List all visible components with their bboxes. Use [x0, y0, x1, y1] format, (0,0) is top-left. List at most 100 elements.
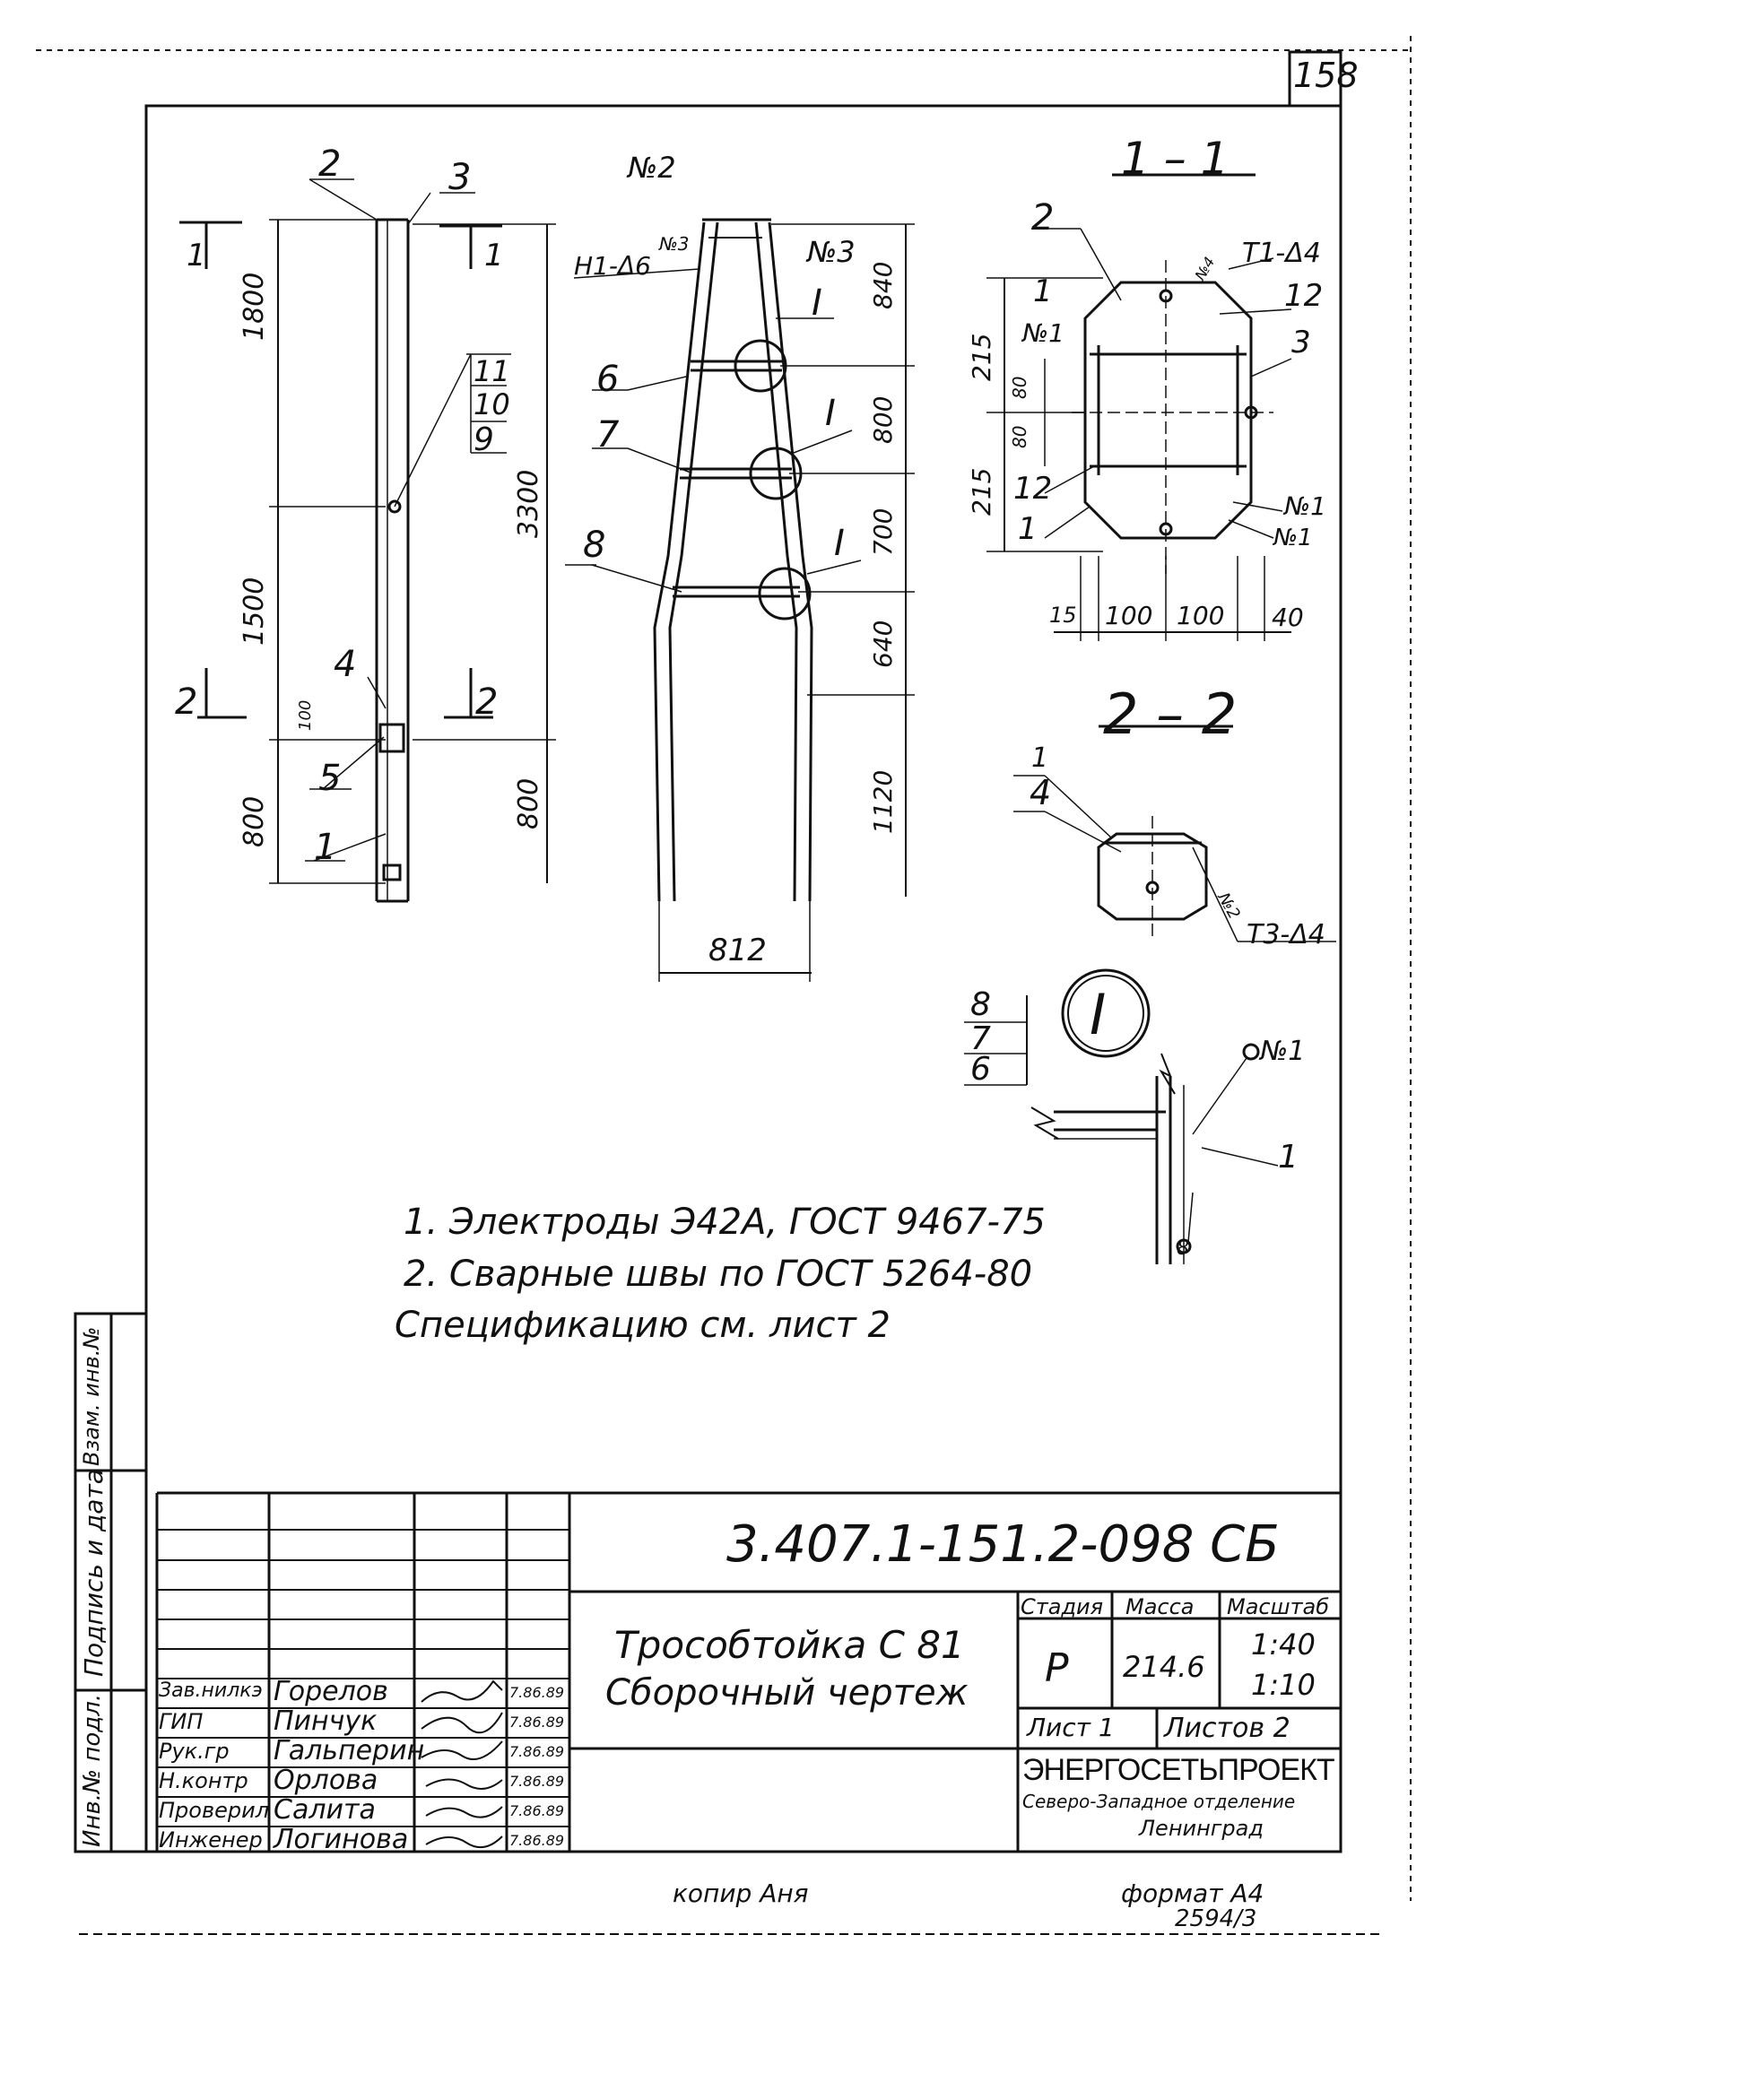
footer-copied: копир Аня: [673, 1879, 809, 1908]
left-label-1: 1: [314, 827, 337, 868]
person-date: 7.86.89: [509, 1743, 565, 1760]
dim-800-right: 800: [513, 777, 544, 829]
person-name: Орлова: [274, 1765, 378, 1796]
person-name: Логинова: [274, 1824, 409, 1855]
mid-label-8: 8: [583, 525, 606, 566]
dim-1120: 1120: [868, 769, 898, 834]
detail-label-8b: 8: [1177, 1237, 1189, 1260]
sheet-number: Лист 1: [1027, 1713, 1115, 1742]
person-date: 7.86.89: [509, 1802, 565, 1819]
section-1-1-title: 1 – 1: [1121, 133, 1230, 185]
section-mark-2a: 2: [175, 681, 198, 723]
s11-dim-100a: 100: [1105, 601, 1153, 630]
detail-i-view: [964, 968, 1279, 1264]
note-2: 2. Сварные швы по ГОСТ 5264-80: [404, 1254, 1033, 1295]
dim-1500: 1500: [239, 577, 270, 646]
mid-label-6: 6: [596, 359, 620, 400]
page-number-box: [1288, 50, 1343, 108]
sheets-total: Листов 2: [1164, 1713, 1290, 1744]
s11-label-no1b: №1: [1284, 491, 1326, 521]
s11-label-3: 3: [1291, 325, 1311, 360]
scale-value-2: 1:10: [1251, 1668, 1316, 1702]
person-date: 7.86.89: [509, 1684, 565, 1701]
dim-840: 840: [868, 261, 898, 309]
mid-label-no3a: №3: [659, 233, 690, 255]
s11-dim-100b: 100: [1177, 601, 1225, 630]
person-date: 7.86.89: [509, 1832, 565, 1849]
doc-code: 3.407.1-151.2-098 СБ: [726, 1515, 1280, 1574]
s11-label-no1a: №1: [1022, 318, 1064, 348]
mid-label-I1: I: [812, 282, 822, 324]
dim-100: 100: [296, 699, 315, 731]
a-frame-view: [565, 218, 915, 982]
left-label-9: 9: [474, 421, 494, 458]
left-label-10: 10: [474, 387, 510, 421]
person-name: Горелов: [274, 1676, 388, 1707]
person-role: ГИП: [159, 1709, 204, 1734]
person-name: Гальперин: [274, 1735, 425, 1766]
mass-value: 214.6: [1123, 1650, 1205, 1684]
mid-label-weld: Н1-Δ6: [574, 251, 651, 281]
s11-label-no1c: №1: [1273, 525, 1313, 551]
person-name: Пинчук: [274, 1705, 378, 1737]
s22-label-weld: Т3-Δ4: [1247, 919, 1325, 950]
section-2-2-title: 2 – 2: [1103, 681, 1238, 747]
s22-label-1: 1: [1031, 742, 1049, 774]
section-mark-1b: 1: [484, 238, 504, 273]
left-label-3: 3: [448, 157, 472, 198]
detail-label-7: 7: [970, 1020, 991, 1057]
left-column-view: [179, 178, 556, 903]
mid-label-I2: I: [825, 393, 836, 434]
title-line-2: Сборочный чертеж: [605, 1672, 969, 1714]
scale-value-1: 1:40: [1251, 1627, 1316, 1662]
s11-dim-80a: 80: [1009, 376, 1030, 399]
left-label-5: 5: [318, 758, 342, 799]
org-subdivision: Северо-Западное отделение: [1022, 1791, 1296, 1812]
detail-i-title: I: [1090, 982, 1107, 1047]
person-date: 7.86.89: [509, 1714, 565, 1731]
left-label-11: 11: [474, 354, 510, 388]
person-name: Салита: [274, 1794, 376, 1826]
mid-label-no2: №2: [628, 151, 676, 185]
side-stamp-replace: Взам. инв.№: [79, 1326, 104, 1466]
left-label-4: 4: [334, 644, 357, 685]
dim-700: 700: [868, 508, 898, 556]
mass-header: Масса: [1125, 1594, 1195, 1619]
note-3: Спецификацию см. лист 2: [395, 1305, 891, 1346]
s11-label-weld: Т1-Δ4: [1242, 238, 1321, 269]
side-stamp-inv: Инв.№ подл.: [79, 1693, 106, 1847]
dim-1800: 1800: [239, 272, 270, 341]
s11-label-12b: 12: [1013, 471, 1053, 507]
title-block-grid: [155, 1491, 1341, 1852]
s11-label-2: 2: [1031, 197, 1055, 239]
note-1: 1. Электроды Э42А, ГОСТ 9467-75: [404, 1202, 1046, 1243]
person-role: Инженер: [159, 1827, 263, 1853]
person-role: Н.контр: [159, 1768, 248, 1793]
footer-format: формат А4: [1121, 1879, 1264, 1908]
detail-label-1: 1: [1278, 1139, 1299, 1176]
dim-3300: 3300: [513, 469, 544, 538]
scale-header: Масштаб: [1227, 1594, 1330, 1619]
page-number: 158: [1293, 56, 1359, 95]
s11-dim-215b: 215: [967, 467, 996, 516]
s11-dim-215a: 215: [967, 333, 996, 381]
title-line-1: Трособтойка С 81: [614, 1623, 965, 1667]
detail-label-no1: №1: [1260, 1036, 1306, 1067]
sheet-frame: [144, 104, 1343, 1853]
org-name: ЭНЕРГОСЕТЬПРОЕКТ: [1022, 1753, 1335, 1787]
mid-label-7: 7: [596, 414, 620, 456]
footer-number: 2594/3: [1175, 1905, 1257, 1932]
dim-640: 640: [868, 620, 898, 668]
mid-label-I3: I: [834, 523, 845, 564]
section-mark-1a: 1: [187, 238, 206, 273]
org-city: Ленинград: [1139, 1816, 1264, 1841]
mid-label-no3b: №3: [807, 235, 856, 269]
person-role: Зав.нилкэ: [159, 1679, 263, 1702]
section-1-1-view: [986, 173, 1292, 641]
detail-label-6: 6: [970, 1051, 991, 1088]
person-role: Рук.гр: [159, 1739, 230, 1764]
detail-label-8: 8: [970, 986, 991, 1023]
dim-800-mid: 800: [868, 395, 898, 444]
person-date: 7.86.89: [509, 1773, 565, 1790]
